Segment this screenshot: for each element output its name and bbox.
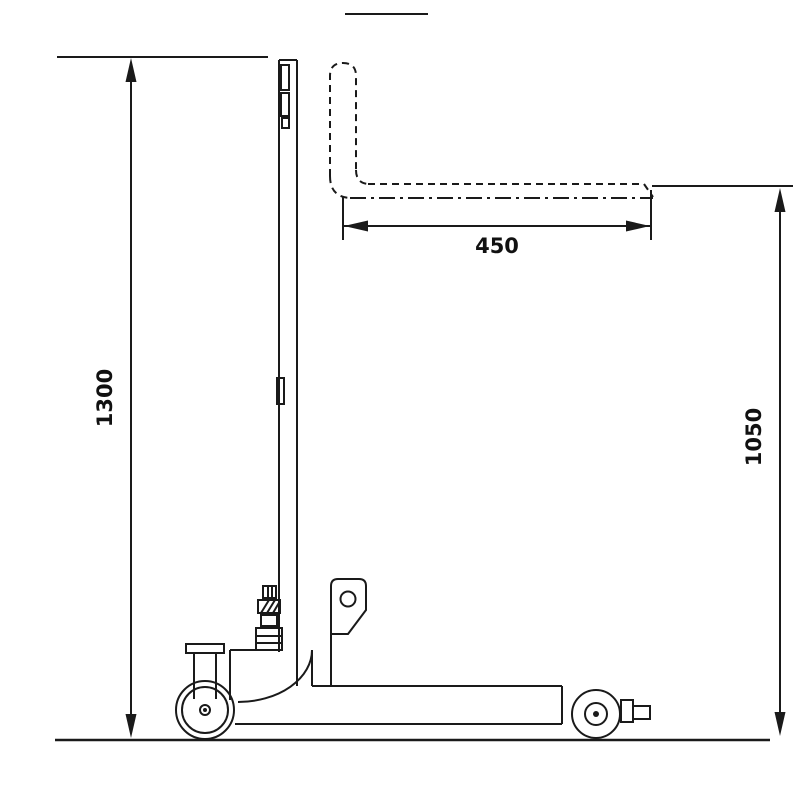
carriage-blade-curve — [355, 169, 371, 185]
caster-axle-dot — [203, 708, 207, 712]
pedal-lower-block — [260, 614, 278, 627]
up-arrowhead — [125, 58, 137, 82]
tow-hitch-pin — [632, 705, 651, 720]
caster-tire-outer — [175, 680, 235, 740]
chain-block-lower — [280, 92, 290, 117]
carriage-heel-curve — [329, 175, 353, 199]
housing-front-arc — [237, 649, 313, 703]
pedal-top-block — [262, 585, 277, 599]
fork-carriage-raised — [329, 61, 357, 176]
rear-caster-wheel — [175, 643, 235, 740]
caster-tire-inner — [181, 686, 229, 734]
front-axle-dot — [593, 711, 599, 717]
dimension-fork-length: 450 — [342, 190, 652, 258]
down-arrowhead — [125, 714, 137, 738]
tow-hitch-arm — [620, 699, 634, 723]
pedal-hatch-line — [266, 599, 276, 614]
caster-swivel-plate — [185, 643, 225, 654]
dimension-mast-height: 1300 — [57, 56, 268, 738]
up-arrowhead — [774, 188, 786, 212]
dimension-label-fork-length: 450 — [475, 234, 519, 258]
dimension-label-lift-height: 1050 — [742, 408, 766, 466]
mast — [276, 59, 298, 686]
front-wheel-inner — [584, 702, 608, 726]
pump-pedal-unit — [255, 585, 283, 651]
mast-rail-joint — [276, 377, 285, 405]
left-arrowhead — [344, 220, 368, 232]
dimension-label-mast-height: 1300 — [93, 369, 117, 427]
dimension-lift-height: 1050 — [652, 185, 793, 736]
raised-fork-dashed-outline — [329, 61, 654, 199]
fork-tip-raised — [643, 183, 654, 198]
chain-link-detail — [281, 117, 290, 129]
pedal-hatch-line — [272, 600, 281, 614]
front-load-wheel — [571, 689, 651, 739]
caster-hub — [199, 704, 211, 716]
pump-base-block — [255, 627, 283, 651]
handle-bracket — [330, 578, 367, 686]
right-arrowhead — [626, 220, 650, 232]
chain-block-upper — [280, 64, 290, 91]
chassis — [229, 649, 563, 725]
pedal-hatch-line — [260, 599, 270, 614]
down-arrowhead — [774, 712, 786, 736]
bracket-pin-hole — [339, 590, 357, 608]
